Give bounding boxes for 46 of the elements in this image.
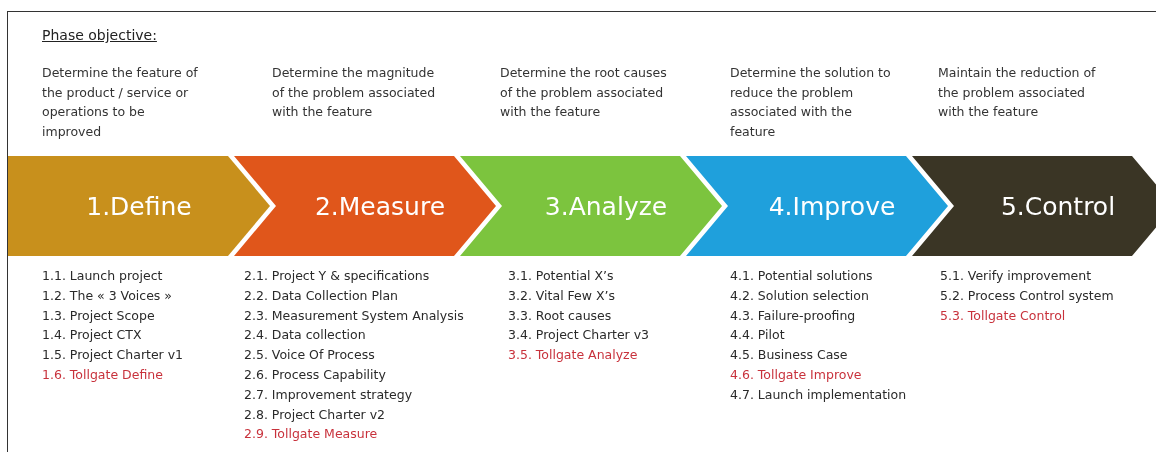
step-text: 2.2. Data Collection Plan: [244, 286, 399, 305]
step-text: 1.4. Project CTX: [42, 326, 142, 345]
step-text: 1.2. The « 3 Voices »: [42, 286, 172, 305]
step-text: 5.2. Process Control system: [940, 286, 1114, 305]
step-text: 4.2. Solution selection: [730, 286, 869, 305]
phase-label: 2.Measure: [313, 191, 446, 221]
objective-text: Determine the root causes of the problem associated with the feature: [500, 64, 668, 121]
step-text: 1.5. Project Charter v1: [42, 346, 184, 365]
step-text: 2.1. Project Y & specifications: [244, 267, 430, 285]
step-text: 2.3. Measurement System Analysis: [244, 306, 464, 325]
tollgate-step: 3.5. Tollgate Analyze: [508, 345, 638, 365]
step-text: 3.1. Potential X’s: [508, 267, 614, 285]
phase-label: 4.Improve: [767, 191, 896, 221]
chevron-shape: [912, 156, 1156, 256]
step-text: 4.4. Pilot: [730, 326, 785, 345]
chevron-shape: [234, 156, 496, 256]
phase-label: 3.Analyze: [543, 191, 668, 221]
step-text: 1.1. Launch project: [42, 267, 163, 285]
step-text: 2.6. Process Capability: [244, 366, 386, 384]
tollgate-step: 2.9. Tollgate Measure: [244, 424, 378, 445]
objective-text: Maintain the reduction of the problem associated with the feature: [938, 64, 1097, 121]
section-heading: Phase objective:: [42, 27, 157, 43]
tollgate-step: 4.6. Tollgate Improve: [730, 365, 862, 385]
step-text: 2.7. Improvement strategy: [244, 385, 413, 404]
step-text: 3.4. Project Charter v3: [508, 326, 650, 345]
chevron-shape: [8, 156, 270, 256]
step-text: 2.4. Data collection: [244, 326, 366, 345]
step-text: 1.3. Project Scope: [42, 306, 155, 325]
chevron-shape: [460, 156, 722, 256]
chevron-shape: [686, 156, 948, 256]
step-text: 2.5. Voice Of Process: [244, 346, 375, 365]
tollgate-step: 5.3. Tollgate Control: [940, 305, 1066, 326]
step-text: 4.3. Failure-proofing: [730, 306, 856, 325]
step-text: 4.5. Business Case: [730, 346, 848, 365]
objective-text: Determine the magnitude of the problem associated with the feature: [272, 64, 437, 121]
step-text: 2.8. Project Charter v2: [244, 405, 386, 424]
step-text: 4.1. Potential solutions: [730, 267, 873, 285]
step-text: 4.7. Launch implementation: [730, 385, 907, 404]
phase-label: 5.Control: [999, 191, 1116, 221]
step-text: 5.1. Verify improvement: [940, 267, 1092, 285]
step-text: 3.2. Vital Few X’s: [508, 286, 616, 305]
objective-text: Determine the solution to reduce the problem associated with the feature: [730, 64, 892, 141]
step-text: 3.3. Root causes: [508, 306, 612, 325]
tollgate-step: 1.6. Tollgate Define: [42, 365, 163, 385]
phase-label: 1.Define: [86, 191, 192, 221]
objective-text: Determine the feature of the product / service or operations to be improved: [42, 64, 199, 141]
